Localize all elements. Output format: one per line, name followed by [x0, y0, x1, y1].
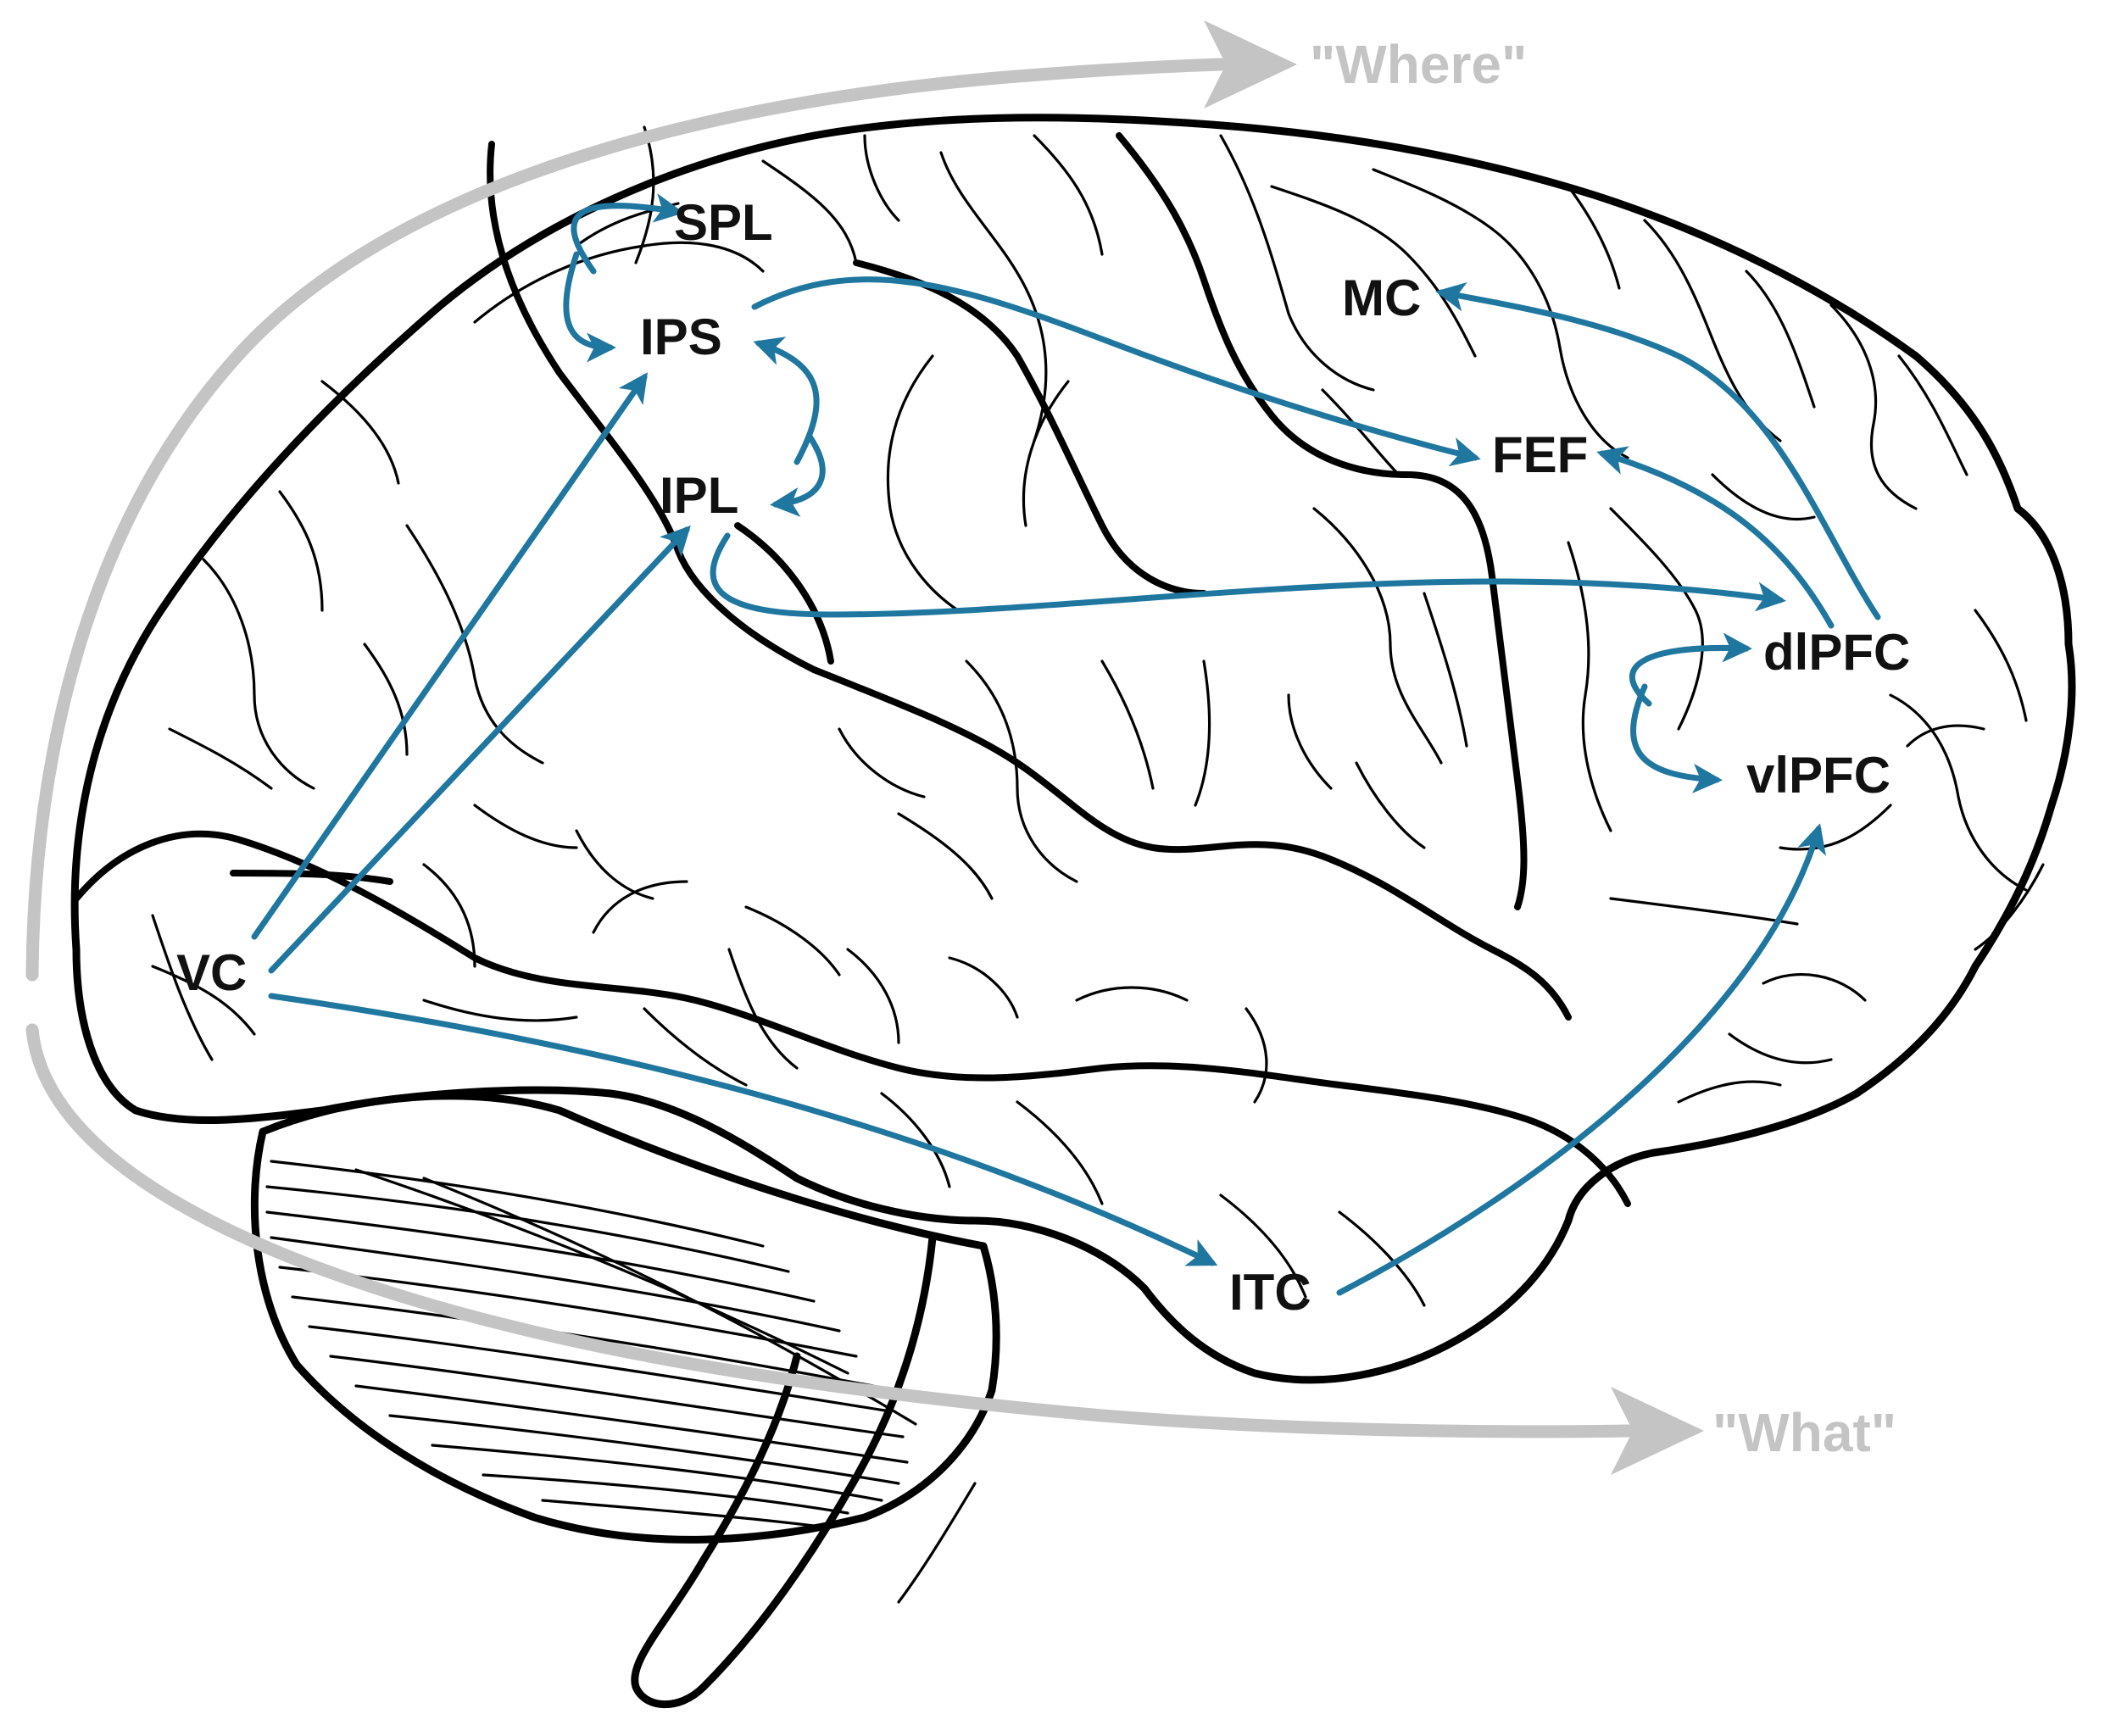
label-itc: ITC [1229, 1264, 1311, 1321]
arrow-spl-ips-bottom [563, 251, 616, 363]
cerebellum [250, 1092, 1000, 1544]
what-stream-label: "What" [1712, 1402, 1896, 1463]
region-labels: SPL IPS IPL MC FEF dlPFC vlPFC VC ITC [176, 194, 1910, 1321]
arrow-ips-ipl-top [753, 337, 820, 465]
arrow-itc-to-vlpfc [1336, 823, 1826, 1296]
label-ipl: IPL [660, 467, 738, 524]
label-mc: MC [1342, 270, 1421, 326]
arrow-vlpfc-dlpfc-top [1629, 632, 1752, 707]
dorsal-where-stream: "Where" [25, 20, 1527, 982]
where-stream-label: "Where" [1310, 34, 1527, 95]
arrow-vc-to-ipl [268, 525, 691, 974]
arrow-ipl-to-dlpfc [710, 532, 1786, 618]
arrow-vlpfc-dlpfc-bottom [1630, 683, 1723, 793]
arrow-vc-to-ips [251, 372, 649, 940]
cerebrum [70, 114, 2076, 1384]
sulci [151, 125, 2045, 1307]
label-vlpfc: vlPFC [1746, 747, 1890, 804]
label-dlpfc: dlPFC [1763, 624, 1910, 681]
label-fef: FEF [1492, 426, 1588, 483]
arrow-vc-to-itc [268, 993, 1218, 1266]
arrow-ips-ipl-bottom [770, 433, 826, 517]
connections [251, 193, 1881, 1296]
arrow-dlpfc-to-mc [1435, 281, 1881, 620]
major-fissures [73, 132, 1631, 1207]
arrow-dlpfc-to-fef [1596, 446, 1835, 629]
ventral-what-stream: "What" [25, 1023, 1896, 1475]
arrow-spl-ips-top [571, 193, 684, 275]
label-ips: IPS [640, 309, 722, 365]
arrow-ips-to-fef [751, 276, 1481, 467]
label-vc: VC [176, 944, 247, 1001]
label-spl: SPL [674, 194, 773, 251]
brainstem [631, 1233, 977, 1709]
